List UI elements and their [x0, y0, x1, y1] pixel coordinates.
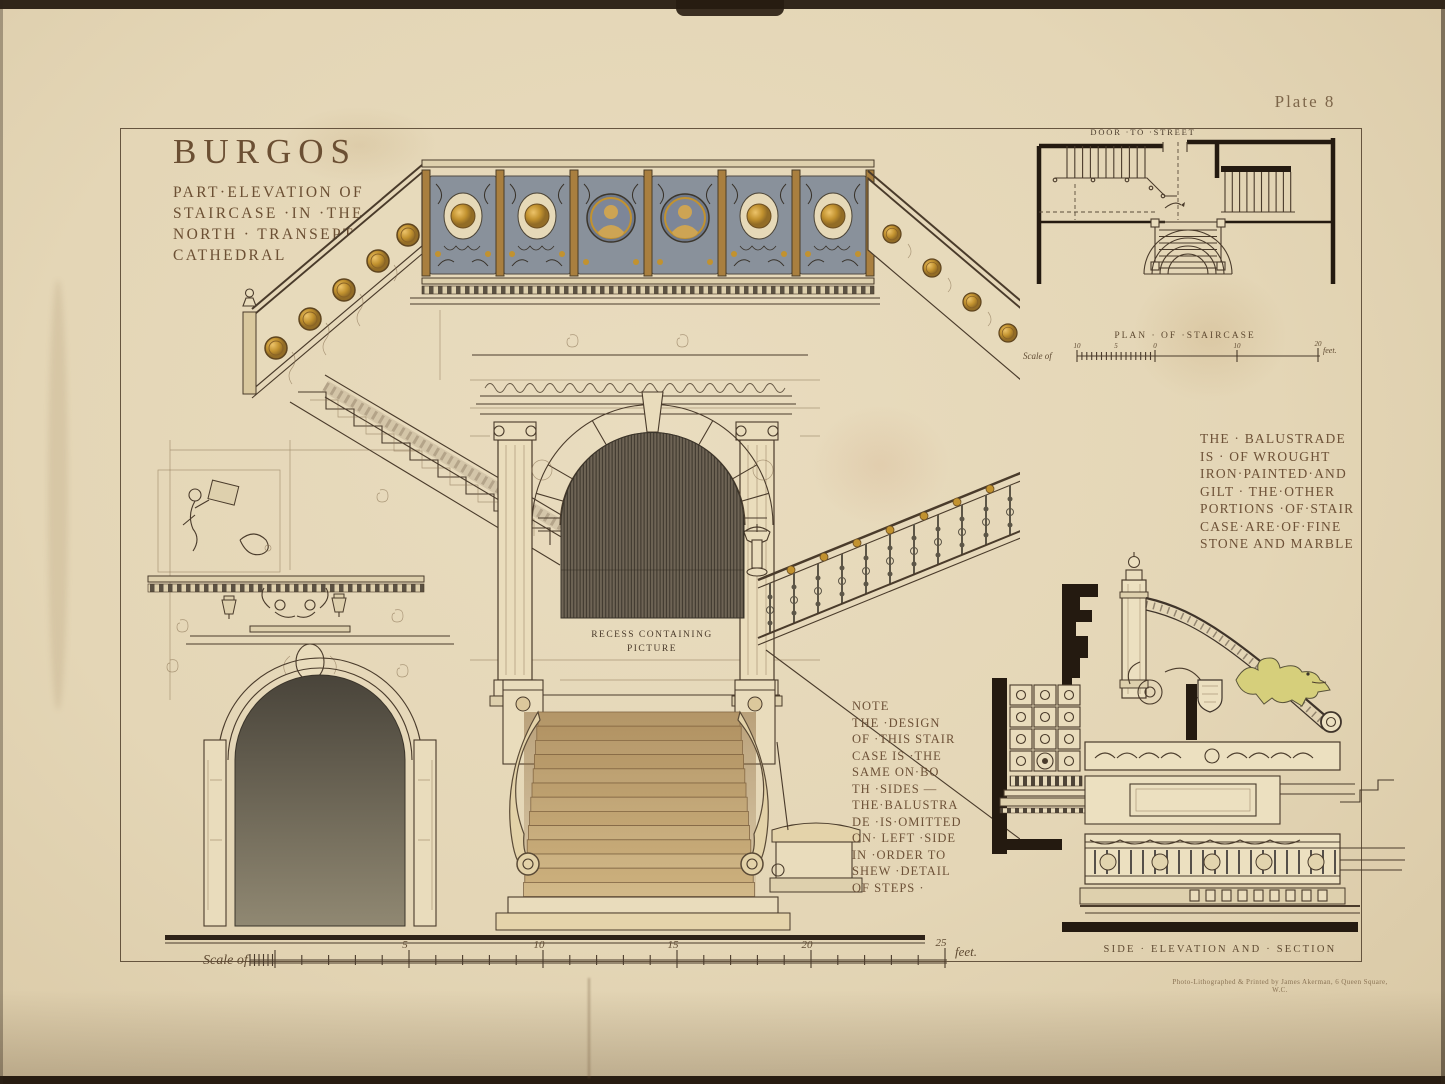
note-line: THE · BALUSTRADE — [1200, 431, 1346, 446]
newel-post — [1119, 552, 1149, 699]
staircase-elevation-drawing: RECESS CONTAINING PICTURE — [147, 159, 1020, 944]
hanging-lamp-icon — [221, 595, 237, 619]
plate-title: BURGOS — [173, 132, 357, 171]
plan-right-flight — [1221, 172, 1295, 213]
plan-left-flight — [1052, 146, 1177, 199]
left-wall-frieze — [147, 469, 425, 678]
hanging-lamp-icon — [331, 593, 347, 617]
pilaster-left — [489, 421, 541, 707]
plan-scale-tick: 5 — [1114, 342, 1118, 350]
plan-scale-tick: 10 — [1234, 342, 1242, 350]
note-line: CASE IS ·THE — [852, 748, 942, 763]
note-line: TH ·SIDES — — [852, 781, 938, 796]
scale-tick-label: 10 — [534, 939, 546, 951]
door-to-street-label: DOOR ·TO ·STREET — [1090, 127, 1195, 137]
elevation-scale-bar: Scale of 5 10 15 20 25 feet. — [203, 937, 977, 968]
subtitle-line: STAIRCASE ·IN ·THE — [173, 205, 364, 222]
handrail-ramp — [1145, 596, 1342, 733]
subtitle-line: CATHEDRAL — [173, 247, 287, 264]
note-line: STONE AND MARBLE — [1200, 536, 1354, 551]
recess-label-line: RECESS CONTAINING — [591, 630, 713, 640]
left-balustrade — [242, 164, 423, 399]
photo-left-edge — [0, 0, 3, 1084]
scale-tick-label: 5 — [402, 939, 408, 951]
scroll-console-right — [737, 710, 769, 876]
scroll-console-left — [509, 710, 541, 876]
plate-subtitle: PART·ELEVATION OF STAIRCASE ·IN ·THE NOR… — [173, 182, 385, 266]
note-line: THE ·DESIGN — [852, 715, 941, 730]
figure-panel — [157, 469, 281, 573]
note-line: SHEW ·DETAIL — [852, 864, 951, 878]
central-aedicule: RECESS CONTAINING PICTURE — [472, 334, 808, 707]
note-line: PORTIONS ·OF·STAIR — [1200, 501, 1355, 516]
scale-tick-label: 25 — [936, 937, 948, 949]
note-line: THE·BALUSTRA — [852, 798, 959, 812]
picture-recess — [560, 432, 745, 619]
plan-scale-tick: 20 — [1315, 340, 1323, 348]
note-line: GILT · THE·OTHER — [1200, 483, 1336, 499]
plan-scale-tick: 0 — [1153, 342, 1157, 350]
ground-line — [165, 935, 925, 944]
printer-credit: Photo-Lithographed & Printed by James Ak… — [1172, 978, 1388, 994]
balustrade-note: THE · BALUSTRADE IS · OF WROUGHT IRON·PA… — [1200, 430, 1354, 553]
photo-right-edge — [1441, 0, 1445, 1084]
paper-stain — [48, 280, 68, 710]
stone-bench — [769, 741, 863, 893]
subtitle-line: PART·ELEVATION OF — [173, 184, 365, 201]
note-line: CASE·ARE·OF·FINE — [1200, 518, 1342, 534]
note-line: SAME ON·BO — [852, 765, 940, 779]
photo-top-edge-notch — [676, 0, 784, 16]
base-slots — [1189, 889, 1328, 902]
note-line: DE ·IS·OMITTED — [852, 814, 962, 829]
gallery-balustrade — [410, 159, 880, 305]
right-upper-balustrade — [867, 170, 1020, 380]
acanthus-scrolls — [1127, 661, 1223, 713]
note-line: ON· LEFT ·SIDE — [852, 831, 957, 845]
photo-bottom-shadow — [0, 990, 1445, 1084]
plan-caption: PLAN · OF ·STAIRCASE — [1114, 331, 1255, 341]
plate-border — [120, 128, 1362, 962]
gadroon-band — [1084, 741, 1341, 771]
note-line: OF ·THIS STAIR — [852, 732, 956, 746]
pilaster-right — [731, 421, 783, 707]
cherub-pair — [249, 587, 351, 633]
recess-label-line: PICTURE — [627, 644, 677, 654]
right-lower-balustrade — [757, 471, 1020, 840]
section-balustrade — [1084, 833, 1341, 885]
design-note: NOTE THE ·DESIGN OF ·THIS STAIR CASE IS … — [852, 698, 961, 896]
paper-crease — [588, 978, 590, 1078]
lower-arch-pediment — [186, 635, 454, 681]
section-base — [1079, 847, 1405, 914]
plan-scale-tick: 10 — [1074, 342, 1082, 350]
plan-semicircular-steps — [1143, 229, 1233, 275]
frieze-panel — [1084, 775, 1394, 825]
central-steps — [495, 679, 791, 931]
title-block: BURGOS PART·ELEVATION OF STAIRCASE ·IN ·… — [173, 132, 385, 266]
note-line: IS · OF WROUGHT — [1200, 448, 1331, 464]
section-caption: SIDE · ELEVATION AND · SECTION — [1103, 944, 1337, 955]
scale-tick-label: 15 — [668, 939, 680, 951]
note-line: IN ·ORDER TO — [852, 847, 947, 862]
plate-number: Plate 8 — [1274, 92, 1336, 111]
dragon-ornament — [1235, 657, 1331, 707]
scale-prefix: Scale of — [203, 953, 250, 968]
note-line: IRON·PAINTED·AND — [1200, 466, 1347, 481]
plan-scale-unit: feet. — [1323, 346, 1337, 355]
scale-tick-label: 20 — [802, 939, 814, 951]
plan-scale-bar: Scale of 10 5 0 10 20 feet. — [1023, 340, 1337, 362]
plan-of-staircase-inset: DOOR ·TO ·STREET PLAN · OF ·STAIRCASE Sc… — [1023, 127, 1337, 362]
photo-bottom-edge — [0, 1076, 1445, 1084]
note-line: NOTE — [852, 699, 890, 713]
lower-left-arch — [203, 657, 437, 927]
gilt-rosettes — [786, 484, 995, 575]
coffered-panels — [999, 684, 1095, 814]
side-elevation-section-inset — [992, 552, 1405, 932]
scale-unit: feet. — [955, 944, 977, 959]
plan-walls — [1036, 138, 1336, 284]
shell-motifs — [1099, 853, 1325, 871]
plan-scale-prefix: Scale of — [1023, 351, 1053, 361]
note-line: OF STEPS · — [852, 880, 925, 895]
plan-dashed-lines — [1039, 142, 1185, 220]
subtitle-line: NORTH · TRANSEPT OF — [173, 226, 386, 243]
